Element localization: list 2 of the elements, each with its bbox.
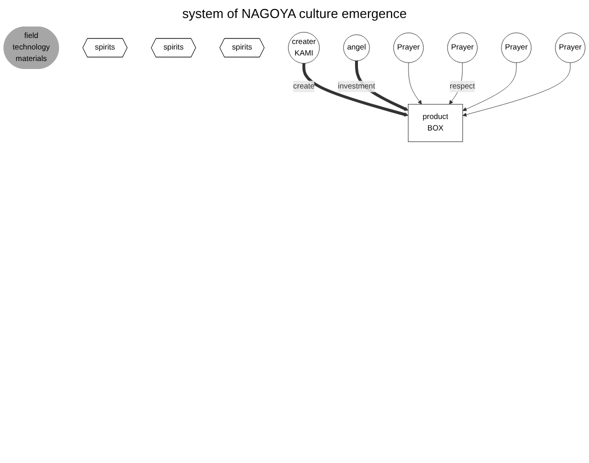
diagram-title: system of NAGOYA culture emergence [181,5,408,23]
arrow [302,63,408,116]
